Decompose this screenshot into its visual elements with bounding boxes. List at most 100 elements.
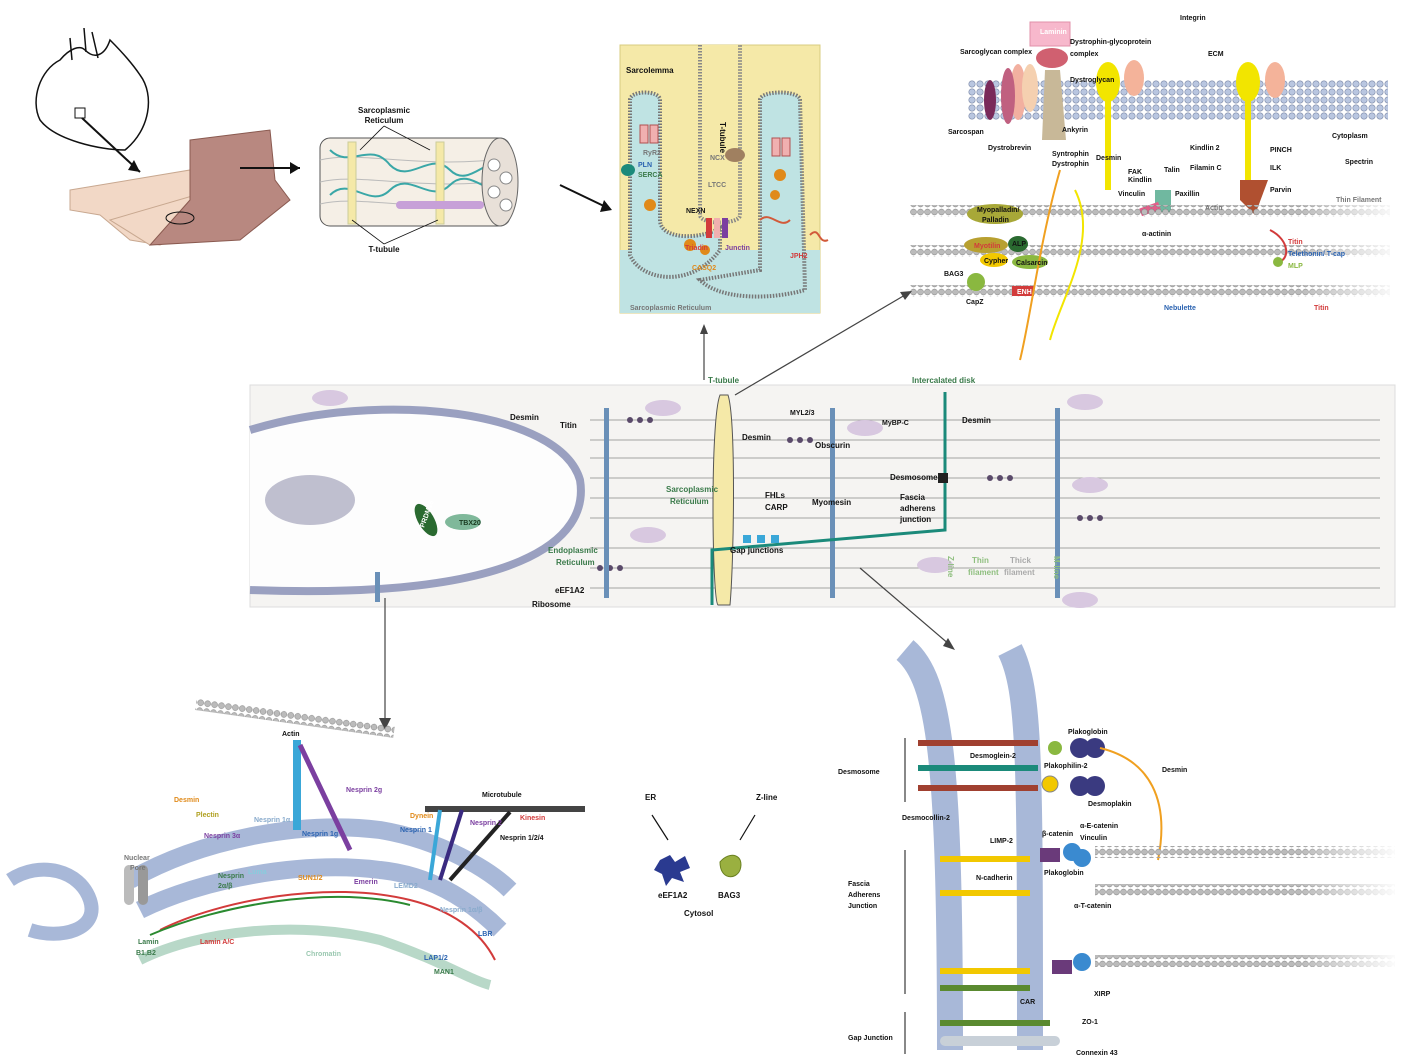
ankyrin-label: Ankyrin (1062, 127, 1088, 134)
costamere-titin-label: Titin (1288, 239, 1303, 246)
sarcospan-label: Sarcospan (948, 129, 984, 136)
nesprin-1g-rod (293, 740, 301, 830)
main-desmin-label: Desmin (510, 413, 539, 422)
junction-vinculin-label: Vinculin (1080, 835, 1107, 842)
fhls-label: FHLs (765, 491, 786, 500)
heart-panel (36, 28, 300, 245)
cytosol-eef1a2-label: eEF1A2 (658, 891, 688, 900)
desmocollin-label: Desmocollin-2 (902, 815, 950, 822)
pln-label: PLN (638, 162, 652, 169)
t-tubule-band-1 (348, 142, 356, 224)
car (940, 985, 1030, 991)
costamere-titin-label-2: Titin (1314, 305, 1329, 312)
laminin-label: Laminin (1040, 29, 1067, 36)
main-desmin-label-2: Desmin (742, 433, 771, 442)
ecm-label: ECM (1208, 51, 1224, 58)
plakophilin (1042, 776, 1058, 792)
junction-desmosome-label: Desmosome (838, 769, 880, 776)
mline-label: M-line (1052, 556, 1061, 580)
main-titin-label: Titin (560, 421, 577, 430)
triadin-label: Triadin (685, 245, 708, 252)
plakoglobin-1 (1048, 741, 1062, 755)
man1-label: MAN1 (434, 969, 454, 976)
plectin-label: Plectin (196, 812, 219, 819)
ribosome-label: Ribosome (532, 600, 571, 609)
capz-label: CapZ (966, 299, 984, 306)
ae-catenin-label: α-E-catenin (1080, 823, 1118, 830)
car-label: CAR (1020, 999, 1035, 1006)
desmoglein (918, 765, 1038, 771)
fak-label: FAK (1128, 169, 1142, 176)
costamere-panel: Laminin Dystrophin-glycoprotein complex … (910, 15, 1400, 360)
carp-label: CARP (765, 503, 788, 512)
cytosol-panel: ER Z-line eEF1A2 BAG3 Cytosol (645, 793, 778, 918)
costamere-desmin-label: Desmin (1096, 155, 1121, 162)
lamin-ac-label: Lamin A/C (200, 939, 234, 946)
fiber-t-tubule-label: T-tubule (368, 245, 400, 254)
junction-adherens-label: Adherens (848, 892, 880, 899)
gap-junction-1 (743, 535, 751, 543)
at-catenin-label: α-T-catenin (1074, 903, 1111, 910)
sarcolemma-label: Sarcolemma (626, 66, 674, 75)
enh-label: ENH (1017, 289, 1032, 296)
t-tubule-panel: Sarcolemma T-tubule RyR2 PLN SERCA NCX L… (620, 45, 828, 313)
nucleolus (265, 475, 355, 525)
beta-catenin-label: β-catenin (1042, 831, 1073, 838)
cytosol-er-label: ER (645, 793, 656, 802)
desmocollin (918, 740, 1038, 746)
costamere-bag3-label: BAG3 (944, 271, 964, 278)
lamin-b-label-2: B1,B2 (136, 950, 156, 957)
dg-alpha (1036, 48, 1068, 68)
obscurin-label: Obscurin (815, 441, 850, 450)
dystroglycan-label: Dystroglycan (1070, 77, 1114, 84)
microtubule-label: Microtubule (482, 792, 522, 799)
ryr2-right (772, 138, 780, 156)
thick-filament-main-label: filament (1004, 568, 1035, 577)
palladin-label: Palladin (982, 217, 1009, 224)
junction-desmin-label: Desmin (1162, 767, 1187, 774)
sarcospan (984, 80, 996, 120)
ncx (725, 148, 745, 162)
pinch-label: PINCH (1270, 147, 1292, 154)
connexin-label: Connexin 43 (1076, 1050, 1118, 1057)
nesprin2ab-label-2: 2α/β (218, 883, 233, 890)
myotilin-label: Myotilin (974, 243, 1000, 250)
actin-label: Actin (1205, 205, 1223, 212)
paxillin-label: Paxillin (1175, 191, 1200, 198)
ncx-label: NCX (710, 155, 725, 162)
cypher-label: Cypher (984, 258, 1008, 265)
integrin-label: Integrin (1180, 15, 1206, 22)
myopalladin-label: Myopalladin/ (977, 207, 1019, 214)
nesprin1a-label: Nesprin 1α (254, 817, 291, 824)
junction-fascia-label: Fascia (848, 881, 870, 888)
dgc-label: Dystrophin-glycoprotein (1070, 39, 1151, 46)
t-tubule-main (713, 395, 734, 605)
integrin-alpha-1 (1124, 60, 1144, 96)
zo1 (940, 1020, 1050, 1026)
fiber-arrow (560, 185, 608, 208)
main-desmin-label-3: Desmin (962, 416, 991, 425)
lbr-label: LBR (478, 931, 492, 938)
thin-filament-main-label: filament (968, 568, 999, 577)
lap12-label: LAP1/2 (424, 955, 448, 962)
ilk-label: ILK (1270, 165, 1281, 172)
er-label: Endoplasmic (548, 546, 598, 555)
limp2-label: LIMP-2 (990, 838, 1013, 845)
nuclear-pore-label: Nuclear (124, 855, 150, 862)
zo1-label: ZO-1 (1082, 1019, 1098, 1026)
casq2-label: CASQ2 (692, 265, 716, 272)
main-zline-label: Z-line (946, 556, 955, 578)
filamin-label: Filamin C (1190, 165, 1222, 172)
nesprin1ab-label: Nesprin 1α/β (440, 907, 483, 914)
nesprin1g-label: Nesprin 1g (302, 831, 338, 838)
main-sr-label: Sarcoplasmic (666, 485, 719, 494)
nesprin124-label: Nesprin 1/2/4 (500, 835, 544, 842)
sun12-label: SUN1/2 (298, 875, 323, 882)
junctin-label: Junctin (725, 245, 750, 252)
lamin-b-label: Lamin (138, 939, 159, 946)
plakophilin-label: Plakophilin-2 (1044, 763, 1088, 770)
cytoplasm-label: Cytoplasm (1332, 133, 1368, 140)
nesprin3a-label: Nesprin 3α (204, 833, 241, 840)
